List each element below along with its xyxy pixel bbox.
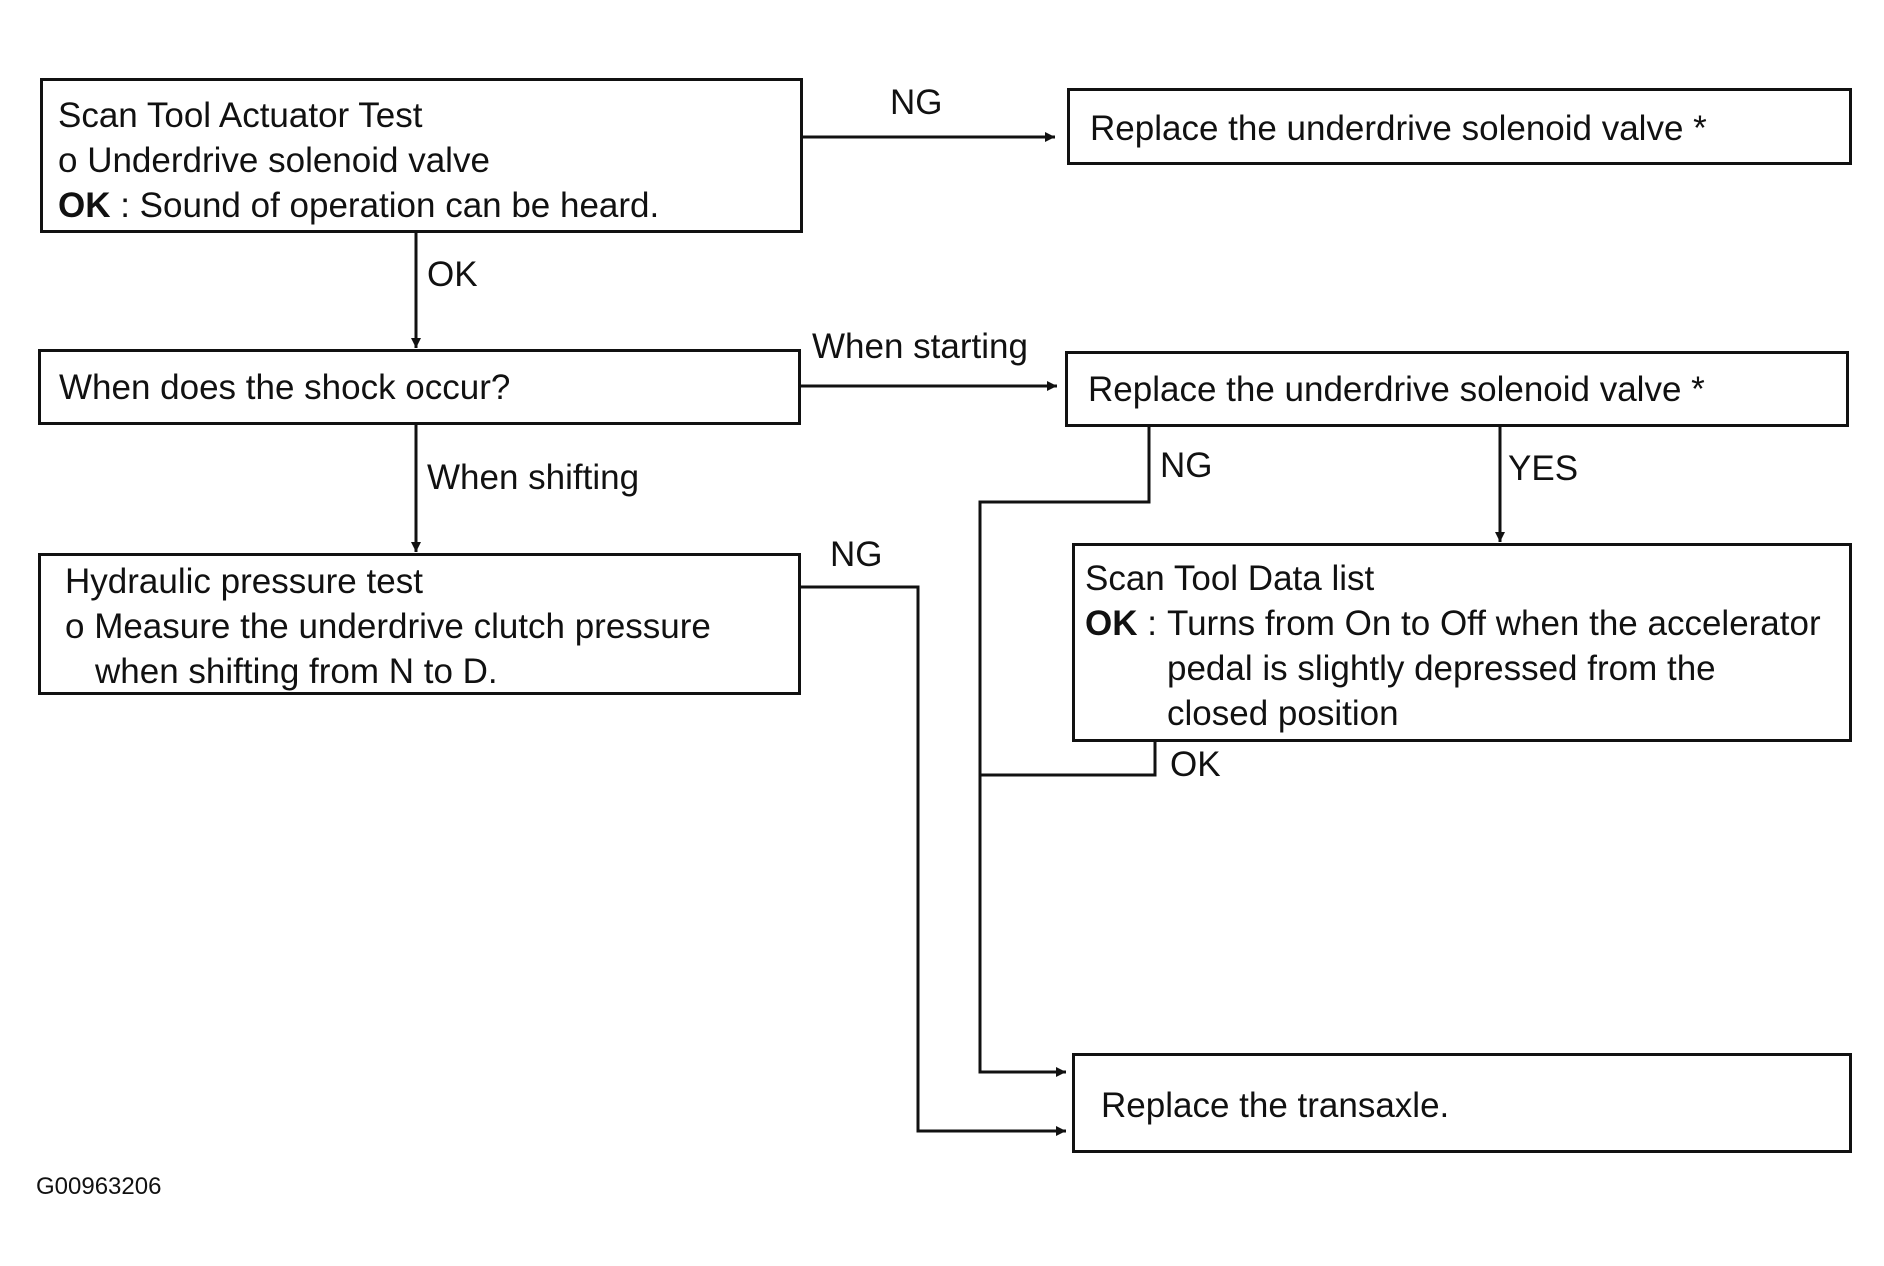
- actuator-test-title: Scan Tool Actuator Test: [58, 96, 423, 135]
- shock-question-box: When does the shock occur?: [38, 349, 801, 425]
- label-ok-actuator: OK: [427, 255, 478, 294]
- data-list-line-1: Turns from On to Off when the accelerato…: [1167, 604, 1821, 643]
- replace-solenoid-box-1: Replace the underdrive solenoid valve *: [1067, 88, 1852, 165]
- data-list-box: Scan Tool Data list OK : Turns from On t…: [1072, 543, 1852, 742]
- data-list-line-3: closed position: [1167, 694, 1399, 733]
- data-list-title: Scan Tool Data list: [1085, 559, 1375, 598]
- data-list-ok-line: OK :: [1085, 601, 1157, 646]
- data-list-line-2: pedal is slightly depressed from the: [1167, 649, 1716, 688]
- label-ok-data-list: OK: [1170, 745, 1221, 784]
- label-ng-actuator: NG: [890, 83, 943, 122]
- replace-solenoid-text-1: Replace the underdrive solenoid valve *: [1090, 109, 1707, 148]
- hydraulic-test-item-2: when shifting from N to D.: [95, 652, 498, 691]
- shock-question-text: When does the shock occur?: [59, 368, 511, 407]
- hydraulic-test-title: Hydraulic pressure test: [65, 562, 423, 601]
- replace-transaxle-box: Replace the transaxle.: [1072, 1053, 1852, 1153]
- replace-solenoid-text-2: Replace the underdrive solenoid valve *: [1088, 370, 1705, 409]
- ok-label: OK: [58, 186, 111, 225]
- label-when-starting: When starting: [812, 327, 1028, 366]
- path-ng-to-transaxle: [978, 427, 1151, 1077]
- label-ng-solenoid: NG: [1160, 446, 1213, 485]
- replace-solenoid-box-2: Replace the underdrive solenoid valve *: [1065, 351, 1849, 427]
- label-when-shifting: When shifting: [427, 458, 640, 497]
- replace-transaxle-text: Replace the transaxle.: [1101, 1086, 1450, 1125]
- ok-criterion: : Sound of operation can be heard.: [110, 186, 660, 225]
- label-ng-hydraulic: NG: [830, 535, 883, 574]
- ok-label: OK: [1085, 604, 1138, 643]
- actuator-test-item: o Underdrive solenoid valve: [58, 141, 490, 180]
- hydraulic-test-box: Hydraulic pressure test o Measure the un…: [38, 553, 801, 695]
- figure-id: G00963206: [36, 1173, 162, 1200]
- actuator-test-ok-line: OK : Sound of operation can be heard.: [58, 183, 659, 228]
- hydraulic-test-item-1: o Measure the underdrive clutch pressure: [65, 607, 711, 646]
- path-ok-join: [980, 742, 1157, 777]
- ok-separator: :: [1137, 604, 1157, 643]
- actuator-test-box: Scan Tool Actuator Test o Underdrive sol…: [40, 78, 803, 233]
- label-yes: YES: [1508, 449, 1579, 488]
- path-hydraulic-ng-to-transaxle: [801, 585, 1066, 1136]
